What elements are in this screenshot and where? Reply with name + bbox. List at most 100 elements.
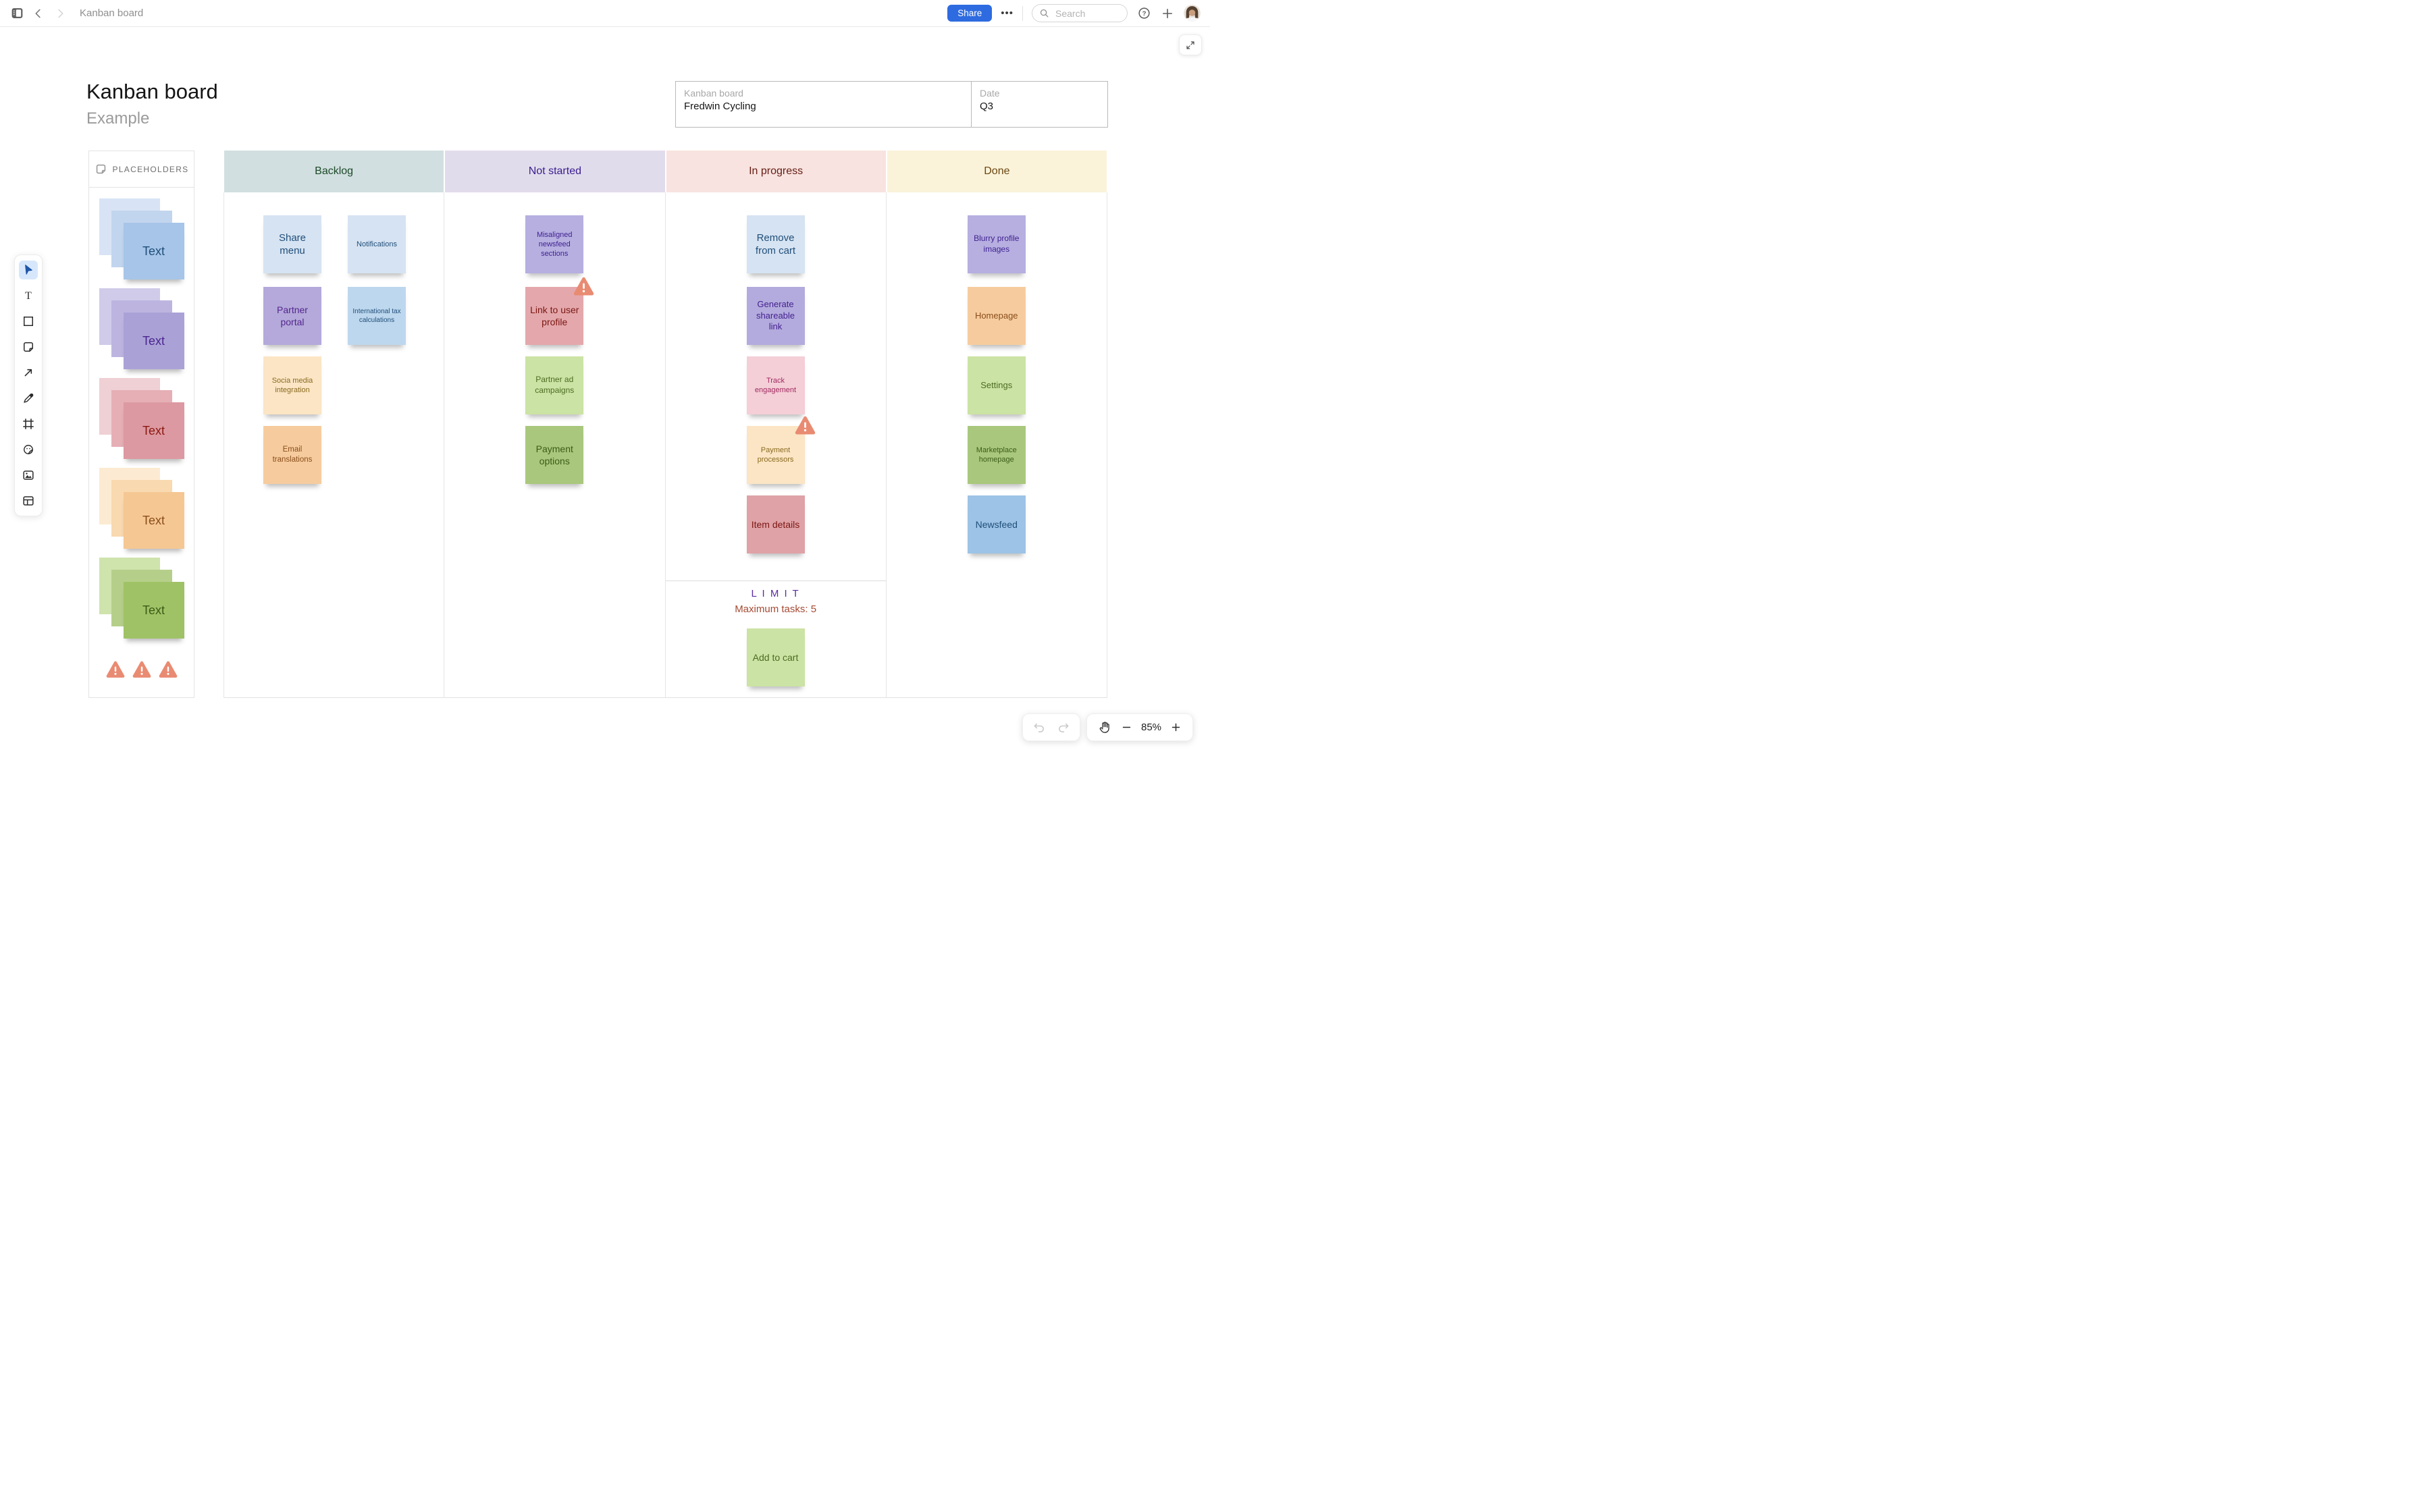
stack-front: Text [123, 313, 184, 369]
placeholder-stack-2[interactable]: Text [99, 378, 184, 459]
pan-hand-icon[interactable] [1098, 720, 1112, 734]
info-label: Date [980, 88, 1000, 99]
sticky-note[interactable]: Partner portal [263, 287, 321, 345]
placeholder-stack-3[interactable]: Text [99, 468, 184, 549]
document-title: Kanban board [80, 7, 144, 19]
expand-button[interactable] [1179, 34, 1202, 55]
forward-icon[interactable] [53, 6, 68, 21]
undo-icon[interactable] [1032, 721, 1046, 734]
warning-icon[interactable] [158, 660, 178, 682]
tool-sticker-icon[interactable] [19, 440, 38, 459]
topbar-divider [1022, 5, 1023, 21]
sticky-note[interactable]: Link to user profile [525, 277, 594, 345]
back-icon[interactable] [31, 6, 46, 21]
zoom-level[interactable]: 85% [1140, 722, 1162, 733]
new-board-icon[interactable] [1160, 6, 1175, 21]
info-label: Kanban board [684, 88, 743, 99]
column-header-backlog[interactable]: Backlog [224, 151, 444, 192]
tool-cursor-icon[interactable] [19, 261, 38, 279]
tool-image-icon[interactable] [19, 466, 38, 485]
sticky-note[interactable]: Payment options [525, 426, 584, 484]
column-header-done[interactable]: Done [887, 151, 1107, 192]
sticky-note[interactable]: Settings [967, 356, 1026, 414]
more-menu-icon[interactable]: ••• [1001, 7, 1014, 19]
sticky-note[interactable]: Blurry profile images [967, 215, 1026, 273]
sticky-note[interactable]: Item details [746, 495, 805, 554]
sticky-note[interactable]: Email translations [263, 426, 321, 484]
sticky-note[interactable]: Homepage [967, 287, 1026, 345]
board-title[interactable]: Kanban board [86, 80, 218, 103]
warning-icon [795, 416, 815, 435]
redo-icon[interactable] [1057, 721, 1070, 734]
sticky-note[interactable]: Socia media integration [263, 356, 321, 414]
search-box[interactable] [1032, 4, 1128, 22]
warning-icon [574, 277, 594, 296]
search-input[interactable] [1054, 7, 1120, 20]
warning-icon [159, 661, 177, 678]
warning-icon[interactable] [132, 660, 152, 682]
column-header-in-progress[interactable]: In progress [666, 151, 886, 192]
warning-icon[interactable] [105, 660, 126, 682]
info-cell-date[interactable]: Date Q3 [971, 82, 1107, 127]
limit-divider [665, 580, 886, 581]
info-value: Fredwin Cycling [684, 101, 756, 112]
sticky-note-label: Homepage [974, 310, 1018, 321]
help-icon[interactable]: ? [1136, 6, 1151, 21]
placeholder-stack-0[interactable]: Text [99, 198, 184, 279]
board-subtitle[interactable]: Example [86, 109, 150, 128]
sticky-note[interactable]: Remove from cart [746, 215, 805, 273]
sticky-note-label: Misaligned newsfeed sections [536, 230, 573, 259]
sticky-note-label: Marketplace homepage [976, 446, 1017, 464]
sticky-note[interactable]: Partner ad campaigns [525, 356, 584, 414]
sticky-note[interactable]: Misaligned newsfeed sections [525, 215, 584, 273]
zoom-pill: 85% [1086, 713, 1193, 741]
placeholder-stack-1[interactable]: Text [99, 288, 184, 369]
zoom-in-icon[interactable] [1170, 722, 1182, 733]
tool-square-icon[interactable] [19, 312, 38, 331]
limit-title[interactable]: L I M I T [751, 588, 800, 599]
sticky-note-label: Item details [751, 518, 800, 530]
sticky-note[interactable]: Notifications [348, 215, 406, 273]
placeholder-warnings [89, 660, 194, 682]
sticky-note-label: Payment processors [757, 446, 794, 464]
avatar[interactable] [1184, 5, 1201, 22]
sticky-note[interactable]: Generate shareable link [746, 287, 805, 345]
placeholders-title: PLACEHOLDERS [112, 164, 189, 174]
tool-arrow-icon[interactable] [19, 363, 38, 382]
info-value: Q3 [980, 101, 994, 112]
stack-front: Text [123, 582, 184, 639]
sticky-note[interactable]: Payment processors [746, 416, 815, 484]
warning-icon [573, 276, 595, 297]
sticky-note-label: Blurry profile images [974, 234, 1020, 254]
tool-sticky-icon[interactable] [19, 338, 38, 356]
sticky-note-icon [95, 163, 107, 176]
stack-label: Text [142, 333, 165, 348]
tool-text-icon[interactable]: T [19, 286, 38, 305]
info-cell-kanban[interactable]: Kanban board Fredwin Cycling [676, 82, 971, 127]
sticky-note[interactable]: Newsfeed [967, 495, 1026, 554]
sticky-note-label: Notifications [357, 240, 397, 248]
sidebar-toggle-icon[interactable] [9, 6, 24, 21]
sticky-note[interactable]: Share menu [263, 215, 321, 273]
sticky-note[interactable]: International tax calculations [348, 287, 406, 345]
stack-front: Text [123, 402, 184, 459]
sticky-note[interactable]: Track engagement [746, 356, 805, 414]
tool-frame-icon[interactable] [19, 414, 38, 433]
placeholder-stack-4[interactable]: Text [99, 558, 184, 639]
sticky-note-label: International tax calculations [352, 308, 401, 324]
column-header-not-started[interactable]: Not started [445, 151, 665, 192]
sticky-note[interactable]: Marketplace homepage [967, 426, 1026, 484]
warning-icon [132, 661, 151, 678]
tool-table-icon[interactable] [19, 491, 38, 510]
stack-label: Text [142, 244, 165, 258]
share-button[interactable]: Share [947, 4, 993, 22]
sticky-note[interactable]: Add to cart [746, 628, 805, 686]
zoom-out-icon[interactable] [1121, 722, 1132, 733]
sticky-note-label: Settings [980, 379, 1013, 390]
limit-subtitle[interactable]: Maximum tasks: 5 [735, 603, 817, 615]
tool-pencil-icon[interactable] [19, 389, 38, 408]
warning-icon [106, 661, 124, 678]
